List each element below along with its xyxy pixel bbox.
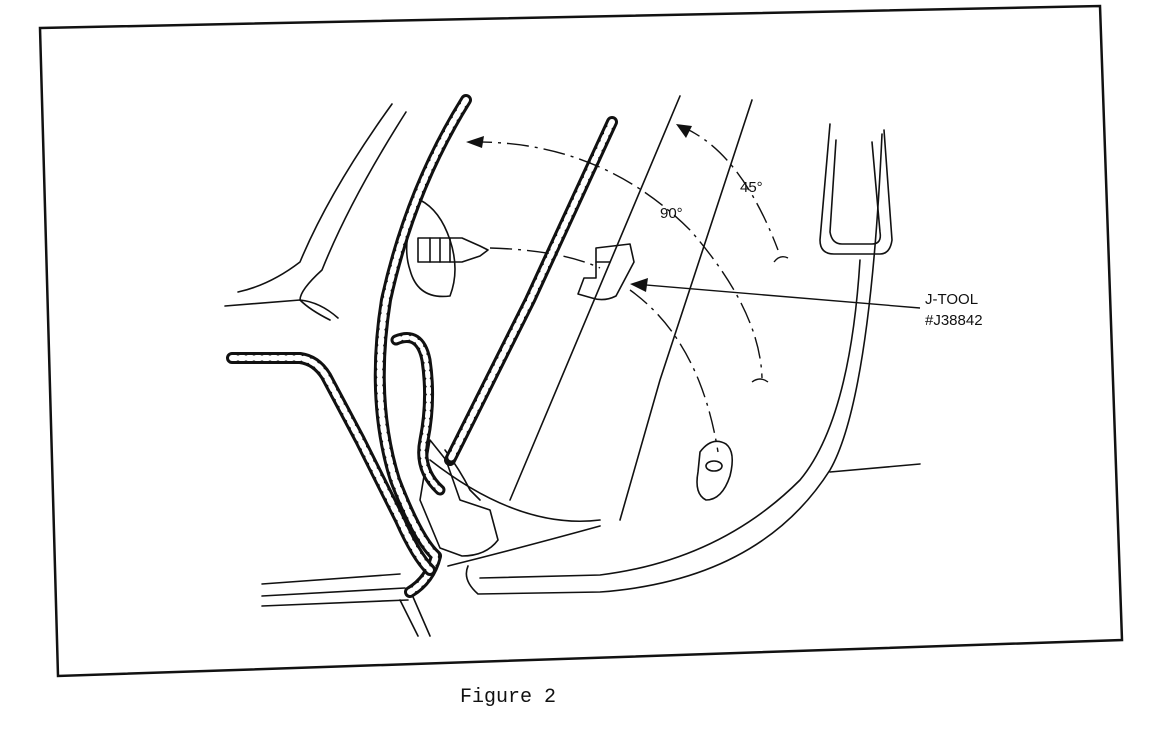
body-outline-mid-left — [224, 299, 339, 319]
weatherstrip-diagonal-hatch — [447, 119, 615, 463]
arrowhead-90 — [466, 136, 484, 148]
pillar-line-1 — [509, 95, 681, 501]
weatherstrip-inner — [390, 332, 446, 496]
weatherstrip-outer-hatch — [376, 97, 469, 595]
hinge-detail — [419, 439, 499, 557]
floor-edge-3 — [399, 599, 419, 637]
lower-rail-3 — [261, 599, 409, 607]
pillar-line-2 — [619, 99, 753, 521]
angle-45-label: 45° — [740, 179, 763, 196]
fastener-path-arc — [489, 247, 601, 269]
rotation-arc-45 — [679, 125, 779, 251]
tool-name-label: J-TOOL — [925, 291, 979, 308]
lower-rail-1 — [261, 573, 401, 585]
label-leader — [633, 283, 921, 309]
floor-edge — [447, 525, 601, 567]
figure-caption: Figure 2 — [460, 686, 557, 709]
angle-90-label: 90° — [660, 205, 683, 222]
inner-curve-left — [429, 459, 601, 523]
floor-edge-2 — [409, 589, 431, 637]
weatherstrip-left-hatch — [229, 355, 433, 573]
body-outline-upper-left-inner — [299, 111, 407, 321]
weatherstrip-inner-hatch — [393, 335, 443, 493]
tool-slot — [696, 440, 734, 501]
lower-rail-2 — [261, 587, 406, 597]
door-curve-inner — [479, 259, 861, 579]
body-outline-upper-left — [237, 103, 393, 293]
rotation-arc-90 — [469, 141, 763, 379]
door-lower-line — [829, 463, 921, 473]
fastener-body — [417, 237, 489, 263]
right-panel-cutout-inner — [829, 139, 882, 245]
right-panel-cutout — [819, 123, 893, 255]
arrowhead-leader — [630, 278, 648, 292]
tool-part-number-label: #J38842 — [925, 312, 983, 329]
door-curve — [465, 133, 883, 595]
tool-slot-hole — [705, 460, 723, 472]
arrowhead-45 — [676, 124, 692, 138]
figure-border — [38, 4, 1124, 678]
socket-bracket — [405, 199, 456, 298]
tool-drop-arc — [629, 289, 719, 453]
j-tool — [577, 243, 635, 301]
arc-end-tick-45 — [773, 255, 789, 263]
arc-end-tick-90 — [751, 378, 769, 383]
